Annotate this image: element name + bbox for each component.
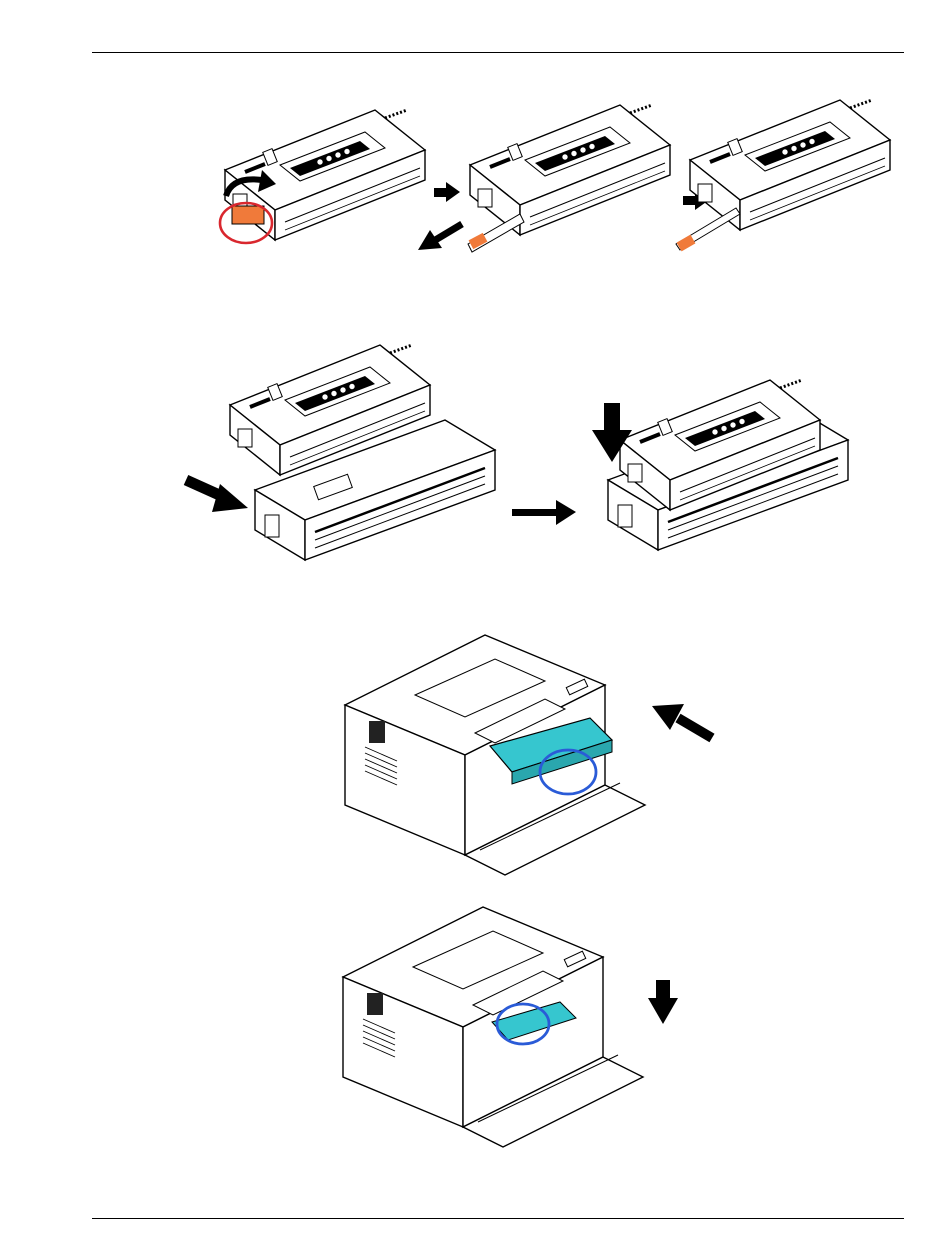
- insert-arrow-icon: [652, 704, 712, 738]
- seal-removed-step: [676, 100, 890, 251]
- down-arrow-icon: [648, 980, 678, 1024]
- push-arrow-icon: [186, 480, 248, 512]
- insert-toner-into-drum-step: [186, 345, 848, 560]
- close-front-cover-step: [343, 907, 678, 1147]
- next-step-arrow-icon: [512, 500, 576, 525]
- pull-arrow-icon: [418, 224, 462, 250]
- remove-protective-cover-step: [220, 110, 425, 243]
- next-step-arrow-icon: [434, 182, 460, 202]
- pull-seal-tab-step: [418, 105, 670, 252]
- insert-drum-into-printer-step: [345, 635, 712, 875]
